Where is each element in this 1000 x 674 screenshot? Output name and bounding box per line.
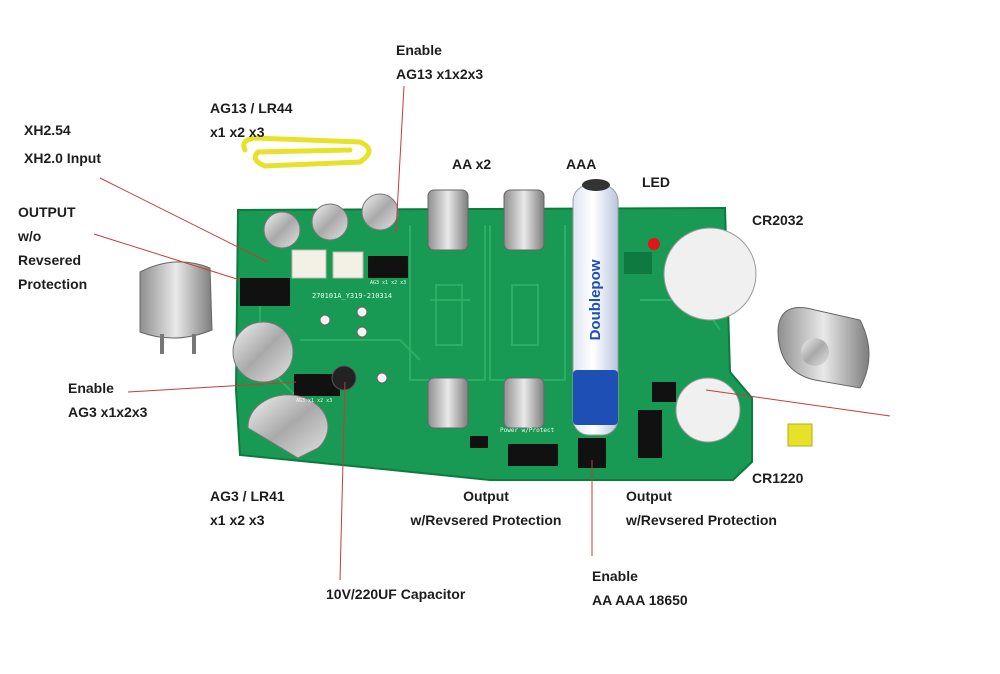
silk-power-protect: Power w/Protect [500, 427, 555, 434]
led [624, 238, 660, 274]
pcb-board [234, 206, 753, 481]
label-led: LED [642, 174, 670, 190]
label-enable-aa: Enable AA AAA 18650 [592, 568, 688, 608]
label-output-center: Output w/Revsered Protection [410, 488, 562, 528]
label-xh20-input: XH2.0 Input [24, 150, 102, 166]
yellow-jumper [787, 423, 813, 447]
loose-holder-left [139, 261, 213, 354]
label-output-right: Output w/Revsered Protection [626, 488, 777, 528]
silk-ag3: AG3 x1 x2 x3 [296, 398, 332, 404]
label-enable-ag3: Enable AG3 x1x2x3 [68, 380, 148, 420]
aaa-battery [572, 179, 619, 436]
battery-brand: Doublepow [587, 259, 604, 340]
xh-connectors [291, 249, 364, 279]
callout-lines [93, 85, 891, 581]
loose-coin-holder [777, 307, 870, 389]
silk-board-id: 270101A_Y319-210314 [312, 292, 392, 300]
label-capacitor: 10V/220UF Capacitor [326, 586, 466, 602]
label-aa-x2: AA x2 [452, 156, 492, 172]
coin-holders [232, 193, 757, 459]
label-cr1220: CR1220 [752, 470, 804, 486]
silk-ag13: AG3 x1 x2 x3 [370, 280, 406, 286]
label-cr2032: CR2032 [752, 212, 804, 228]
label-xh254: XH2.54 [24, 122, 71, 138]
label-output-wo: OUTPUT w/o Revsered Protection [18, 204, 88, 292]
mounting-holes [319, 306, 388, 384]
label-aaa: AAA [566, 156, 597, 172]
capacitor-body [331, 365, 357, 391]
aa-holders [427, 189, 545, 429]
label-ag3-lr41: AG3 / LR41 x1 x2 x3 [210, 488, 285, 528]
label-ag13-lr44: AG13 / LR44 x1 x2 x3 [210, 100, 293, 140]
paper-clip [241, 135, 372, 169]
pin-headers [240, 256, 676, 468]
label-enable-ag13: Enable AG13 x1x2x3 [396, 42, 484, 82]
